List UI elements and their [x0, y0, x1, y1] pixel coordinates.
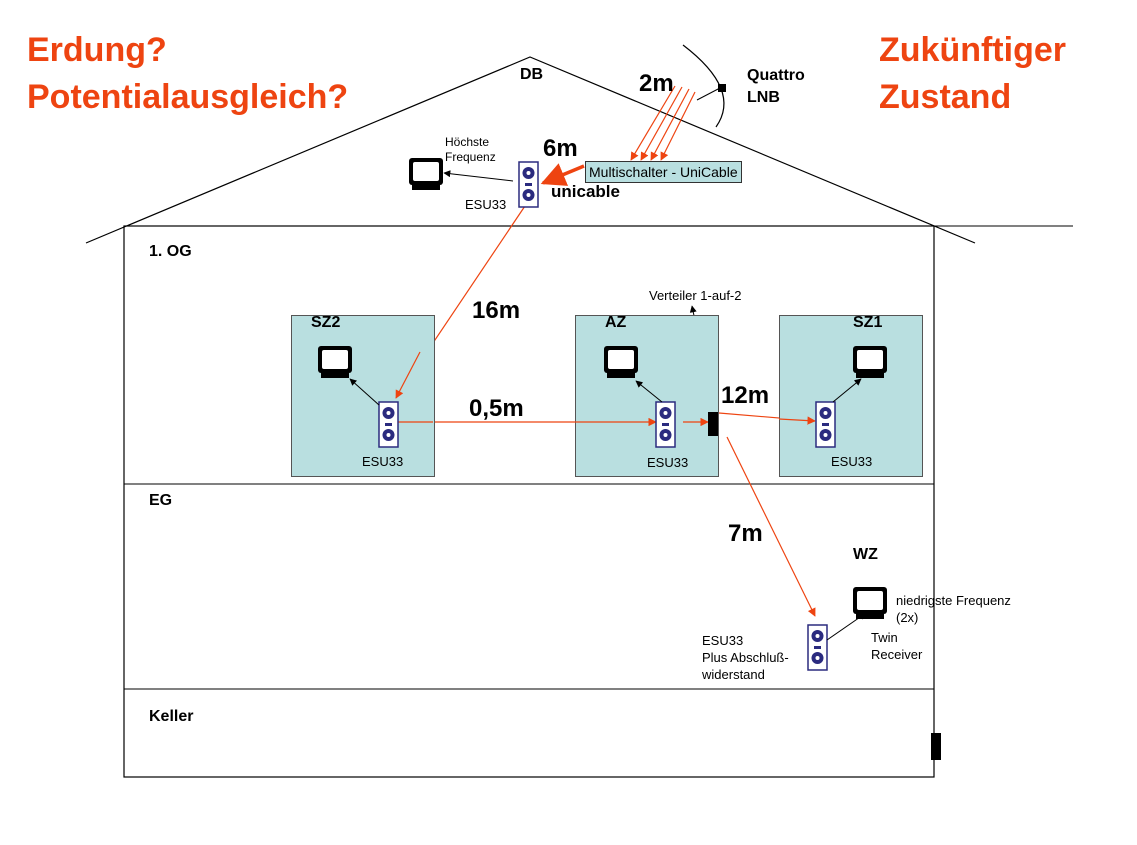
wz-socket-label-line3: widerstand	[702, 667, 765, 682]
heading-left-line1: Erdung?	[27, 31, 167, 69]
heading-right: Zukünftiger Zustand	[879, 27, 1066, 121]
twin-receiver-line2: Receiver	[871, 647, 923, 662]
distance-16m: 16m	[472, 297, 521, 324]
socket-icon-db	[518, 161, 539, 208]
lnb-cables	[630, 85, 696, 161]
tv-icon-az	[604, 346, 638, 378]
unicable-label: unicable	[551, 182, 620, 201]
cable-7m	[726, 436, 816, 617]
distance-7m: 7m	[728, 520, 763, 547]
floor-label-eg: EG	[149, 492, 173, 509]
top-tv-label-line2: Frequenz	[445, 150, 496, 164]
room-label-az: AZ	[605, 314, 627, 331]
room-az	[575, 315, 719, 477]
arrow-wz-tv	[826, 612, 867, 641]
floor-label-og: 1. OG	[149, 243, 192, 260]
wz-tv-label-line2: (2x)	[896, 610, 919, 625]
distance-lnb: 2m	[639, 70, 674, 97]
arrow-sz2-tv	[349, 378, 380, 406]
distance-db: 6m	[543, 135, 578, 162]
socket-label-sz2: ESU33	[362, 454, 404, 469]
heading-left-line2: Potentialausgleich?	[27, 78, 349, 116]
tv-icon-db	[409, 158, 443, 190]
wz-socket-label-line2: Plus Abschluß-	[702, 650, 789, 665]
socket-icon-sz2	[378, 401, 399, 448]
unicable-main-cable	[540, 163, 585, 186]
db-tv-arrow	[443, 170, 514, 182]
arrow-az-tv	[635, 380, 663, 403]
splitter-label: Verteiler 1-auf-2	[649, 288, 742, 303]
lnb-arm	[696, 87, 721, 101]
splitter-icon	[708, 412, 718, 436]
heading-right-line2: Zustand	[879, 78, 1012, 116]
arrow-sz1-tv	[832, 378, 862, 403]
lnb-icon	[718, 84, 726, 92]
tv-icon-sz1	[853, 346, 887, 378]
lnb-label: Quattro LNB	[747, 65, 805, 109]
socket-label-sz1: ESU33	[831, 454, 873, 469]
multischalter-box: Multischalter - UniCable	[585, 161, 742, 183]
roof-label: DB	[520, 66, 544, 83]
twin-receiver-label: Twin Receiver	[871, 629, 922, 663]
room-sz2	[291, 315, 435, 477]
tv-icon-wz	[853, 587, 887, 619]
distance-0-5m: 0,5m	[469, 395, 524, 422]
room-sz1	[779, 315, 923, 477]
socket-label-db: ESU33	[465, 197, 507, 212]
socket-icon-az	[655, 401, 676, 448]
socket-label-az: ESU33	[647, 455, 689, 470]
floor-label-keller: Keller	[149, 708, 194, 725]
wz-tv-label: niedrigste Frequenz (2x)	[896, 592, 1011, 626]
tv-icon-sz2	[318, 346, 352, 378]
wz-tv-label-line1: niedrigste Frequenz	[896, 593, 1011, 608]
room-label-wz: WZ	[853, 546, 878, 563]
wz-socket-label: ESU33 Plus Abschluß- widerstand	[702, 632, 789, 683]
distance-12m: 12m	[721, 382, 770, 409]
socket-icon-wz	[807, 624, 828, 671]
house-outline	[123, 225, 935, 778]
top-tv-label: Höchste Frequenz	[445, 135, 496, 165]
top-tv-label-line1: Höchste	[445, 135, 490, 149]
heading-left: Erdung? Potentialausgleich?	[27, 27, 348, 121]
socket-icon-sz1	[815, 401, 836, 448]
wz-socket-label-line1: ESU33	[702, 633, 744, 648]
lnb-label-line1: Quattro	[747, 67, 805, 84]
roof-outline	[85, 56, 976, 244]
twin-receiver-line1: Twin	[871, 630, 898, 645]
keller-box-icon	[931, 733, 941, 760]
lnb-label-line2: LNB	[747, 89, 780, 106]
room-label-sz1: SZ1	[853, 314, 883, 331]
heading-right-line1: Zukünftiger	[879, 31, 1066, 69]
room-label-sz2: SZ2	[311, 314, 341, 331]
